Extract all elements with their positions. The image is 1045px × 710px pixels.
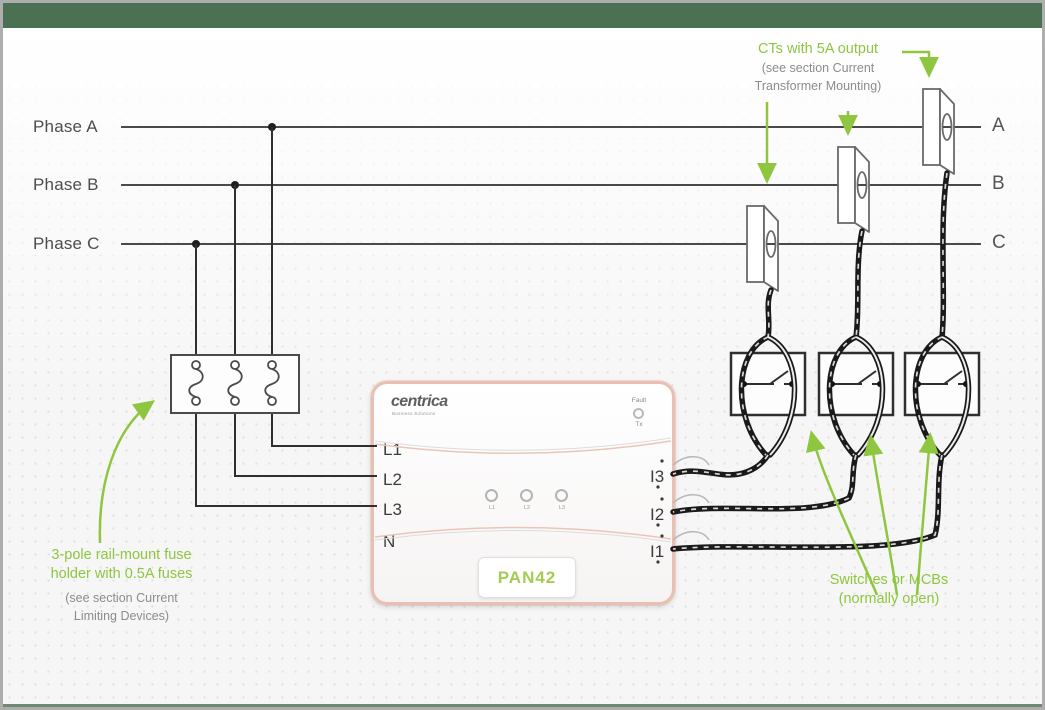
device-decor-curves — [374, 437, 672, 543]
centrica-tagline: Business Solutions — [392, 411, 436, 416]
led-l2-label: L2 — [523, 505, 531, 511]
switch-boxes — [729, 351, 981, 417]
ct-phase-b — [837, 146, 870, 233]
annotation-arrows — [98, 50, 939, 596]
ct-annotation-note-1: (see section Current — [761, 61, 875, 75]
led-l1-label: L1 — [488, 505, 496, 511]
phase-b-end-label: B — [992, 173, 1005, 194]
arrow-to-switch-2 — [863, 434, 899, 596]
ct-annotation: CTs with 5A output (see section Current … — [715, 40, 921, 95]
switches-annotation-subtitle: (normally open) — [838, 591, 940, 607]
terminal-l3: L3 — [383, 500, 402, 519]
supply-wires — [195, 127, 377, 507]
led-l3-label: L3 — [558, 505, 566, 511]
terminal-i1: I1 — [650, 542, 665, 561]
model-badge: PAN42 — [478, 557, 576, 598]
fault-label: Fault — [631, 397, 647, 404]
centrica-logo: centrica — [391, 393, 448, 410]
phase-c-label: Phase C — [33, 234, 100, 253]
switches-annotation: Switches or MCBs (normally open) — [789, 571, 989, 609]
terminal-n: N — [383, 532, 396, 551]
phase-b-label: Phase B — [33, 175, 99, 194]
tx-label: Tx — [635, 421, 643, 428]
phase-c-end-label: C — [992, 232, 1006, 253]
led-l2-icon — [520, 489, 533, 502]
fuse-holder-box — [170, 354, 300, 414]
terminal-i2: I2 — [650, 505, 665, 524]
fuse-annotation-note-1: (see section Current — [65, 591, 178, 605]
wiring-diagram-canvas: centrica Business Solutions Fault Tx L1 … — [3, 28, 1042, 704]
wiring-lines — [98, 50, 981, 596]
terminal-i3: I3 — [650, 467, 665, 486]
fuse-annotation-note-2: Limiting Devices) — [73, 609, 170, 623]
bottom-green-line — [3, 704, 1042, 707]
arrow-to-ct-a — [902, 50, 939, 78]
terminal-forks — [672, 455, 710, 541]
terminal-polarity-dots — [656, 459, 664, 564]
ct-phase-c — [746, 205, 779, 292]
fuse-annotation: 3-pole rail-mount fuse holder with 0.5A … — [19, 546, 224, 625]
arrow-to-switch-1 — [806, 430, 879, 596]
led-l1-icon — [485, 489, 498, 502]
terminal-l1: L1 — [383, 440, 402, 459]
arrow-to-fuse-holder — [98, 400, 156, 544]
top-green-bar — [3, 3, 1042, 28]
ct-annotation-note-2: Transformer Mounting) — [754, 79, 882, 93]
switches-annotation-title: Switches or MCBs — [829, 572, 949, 588]
arrow-to-switch-3 — [915, 432, 939, 596]
fuse-symbols — [188, 360, 280, 406]
pan42-device: centrica Business Solutions Fault Tx L1 … — [371, 381, 675, 605]
ct-phase-a — [922, 88, 955, 175]
led-l3-icon — [555, 489, 568, 502]
fuse-annotation-title-2: holder with 0.5A fuses — [50, 566, 193, 582]
terminal-l2: L2 — [383, 470, 402, 489]
phase-a-label: Phase A — [33, 117, 98, 136]
fault-tx-led-icon — [633, 408, 644, 419]
fuse-annotation-title-1: 3-pole rail-mount fuse — [51, 547, 192, 563]
ct-annotation-title: CTs with 5A output — [757, 41, 879, 57]
phase-a-end-label: A — [992, 115, 1005, 136]
model-name: PAN42 — [497, 567, 557, 587]
